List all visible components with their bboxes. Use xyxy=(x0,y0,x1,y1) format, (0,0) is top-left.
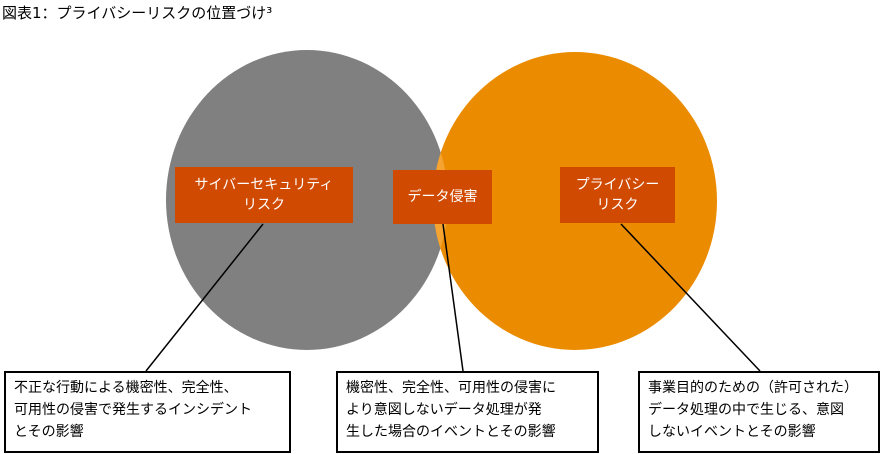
figure-title: 図表1：プライバシーリスクの位置づけ³ xyxy=(2,4,273,22)
label-line: データ侵害 xyxy=(407,189,478,205)
label-line: プライバシー xyxy=(575,177,660,193)
cyber-risk-note: 不正な行動による機密性、完全性、 可用性の侵害で発生するインシデント とその影響 xyxy=(4,371,291,453)
note-line: より意図しないデータ処理が発 xyxy=(346,402,542,418)
note-line: データ処理の中で生じる、意図 xyxy=(648,402,844,418)
note-line: 機密性、完全性、可用性の侵害に xyxy=(346,380,556,396)
privacy-risk-label: プライバシーリスク xyxy=(560,167,675,223)
note-line: 事業目的のための（許可された） xyxy=(648,380,858,396)
note-line: 不正な行動による機密性、完全性、 xyxy=(14,380,238,396)
connector-line xyxy=(145,223,264,372)
note-line: 可用性の侵害で発生するインシデント xyxy=(14,402,252,418)
note-line: 生した場合のイベントとその影響 xyxy=(346,424,556,440)
privacy-risk-note: 事業目的のための（許可された） データ処理の中で生じる、意図 しないイベントとそ… xyxy=(638,371,880,453)
label-line: サイバーセキュリティ xyxy=(194,177,334,193)
label-line: リスク xyxy=(596,197,639,213)
cyber-risk-label: サイバーセキュリティリスク xyxy=(175,167,353,223)
note-line: とその影響 xyxy=(14,424,84,440)
connector-line xyxy=(442,223,464,372)
data-breach-label: データ侵害 xyxy=(393,170,492,224)
note-line: しないイベントとその影響 xyxy=(648,424,816,440)
label-line: リスク xyxy=(242,197,285,213)
connector-line xyxy=(620,223,761,372)
data-breach-note: 機密性、完全性、可用性の侵害に より意図しないデータ処理が発 生した場合のイベン… xyxy=(336,371,599,453)
